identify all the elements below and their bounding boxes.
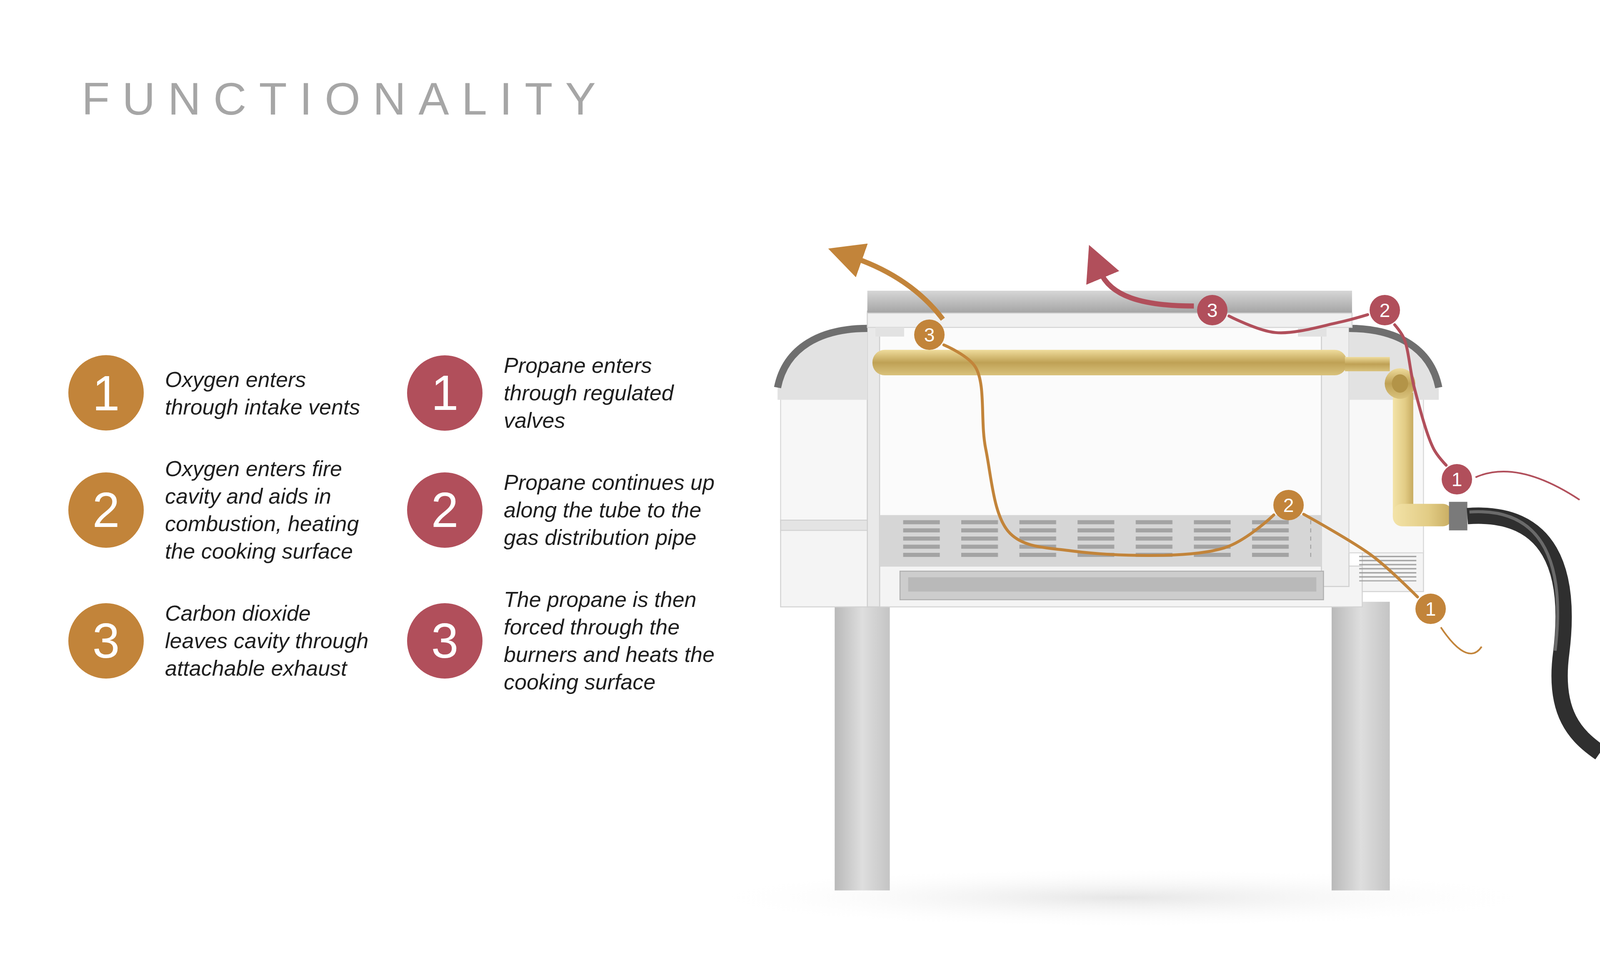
gas-pipe-stub: [1345, 357, 1390, 372]
legend-item: 2 Propane continues up along the tube to …: [407, 468, 725, 552]
callout-circle: 3: [914, 319, 945, 350]
flow-line: [1303, 514, 1418, 598]
callout-number: 3: [431, 616, 459, 666]
callout-number: 3: [924, 325, 935, 345]
gas-distribution-pipe: [872, 350, 1348, 376]
floor-shadow: [693, 867, 1551, 929]
legend-item: 2 Oxygen enters fire cavity and aids in c…: [68, 455, 376, 565]
flow-tail: [1440, 627, 1482, 654]
top-slab: [867, 290, 1353, 314]
callout-circle: 2: [1369, 295, 1400, 326]
callout-number: 2: [92, 485, 120, 535]
base-frame: [879, 566, 1363, 608]
grill-leg: [1331, 602, 1390, 891]
step-description: Propane continues up along the tube to t…: [503, 468, 725, 552]
grill-leg: [834, 602, 890, 891]
flow-line: [1394, 325, 1446, 466]
drip-tray: [900, 571, 1324, 600]
callout-circle: 2: [1273, 490, 1304, 521]
cooking-grate: [879, 515, 1322, 567]
callout-number: 3: [92, 616, 120, 666]
callout-number: 1: [1451, 470, 1463, 490]
hose-connector: [1449, 502, 1468, 531]
flow-tail: [1475, 471, 1580, 500]
callout-circle: 1: [1441, 464, 1473, 495]
lid-shell: [777, 328, 868, 400]
pipe-elbow: [1391, 374, 1408, 393]
step-description: The propane is then forced through the b…: [503, 585, 725, 696]
drip-tray: [908, 577, 1317, 592]
side-panel: [780, 397, 868, 523]
legend-item: 3 Carbon dioxide leaves cavity through at…: [68, 599, 376, 683]
gas-hose: [1469, 511, 1558, 651]
base-frame: [780, 530, 880, 608]
step-description: Propane enters through regulated valves: [503, 351, 725, 435]
callout-circle: 3: [1197, 295, 1228, 326]
exhaust-arrow: [855, 257, 943, 320]
callout-number: 1: [1425, 599, 1437, 619]
callout-number: 2: [1283, 495, 1295, 515]
number-circle: 3: [407, 603, 483, 679]
side-panel: [1349, 392, 1424, 553]
number-circle: 3: [914, 319, 945, 350]
callout-circle: 1: [1415, 593, 1446, 625]
callout-number: 1: [431, 368, 459, 418]
callout-number: 1: [92, 368, 120, 418]
number-circle: 1: [1415, 593, 1446, 625]
legend-item: 1 Propane enters through regulated valves: [407, 351, 725, 435]
legend-item: 1 Oxygen enters through intake vents: [68, 355, 376, 431]
gas-tube: [1392, 392, 1414, 518]
step-description: Oxygen enters fire cavity and aids in co…: [165, 455, 376, 565]
pipe-elbow: [1392, 504, 1453, 527]
step-description: Oxygen enters through intake vents: [165, 365, 376, 421]
number-circle: 2: [407, 472, 483, 548]
callout-number: 2: [1379, 300, 1391, 320]
callout-number: 3: [1207, 300, 1218, 320]
number-circle: 1: [68, 355, 144, 431]
step-description: Carbon dioxide leaves cavity through att…: [165, 599, 376, 683]
number-circle: 1: [407, 355, 483, 431]
number-circle: 3: [68, 603, 144, 679]
lid-shell: [777, 328, 868, 388]
number-circle: 2: [1273, 490, 1304, 521]
legend-item: 3 The propane is then forced through the …: [407, 585, 725, 696]
flow-line: [943, 345, 1274, 556]
number-circle: 2: [1369, 295, 1400, 326]
bracket: [875, 327, 905, 337]
number-circle: 3: [1197, 295, 1228, 326]
number-circle: 1: [1441, 464, 1473, 495]
gas-hose: [1467, 515, 1600, 753]
flow-line: [1229, 314, 1368, 333]
exhaust-arrow: [1100, 271, 1194, 306]
callout-number: 2: [431, 485, 459, 535]
number-circle: 2: [68, 472, 144, 548]
page-title: FUNCTIONALITY: [81, 75, 609, 122]
